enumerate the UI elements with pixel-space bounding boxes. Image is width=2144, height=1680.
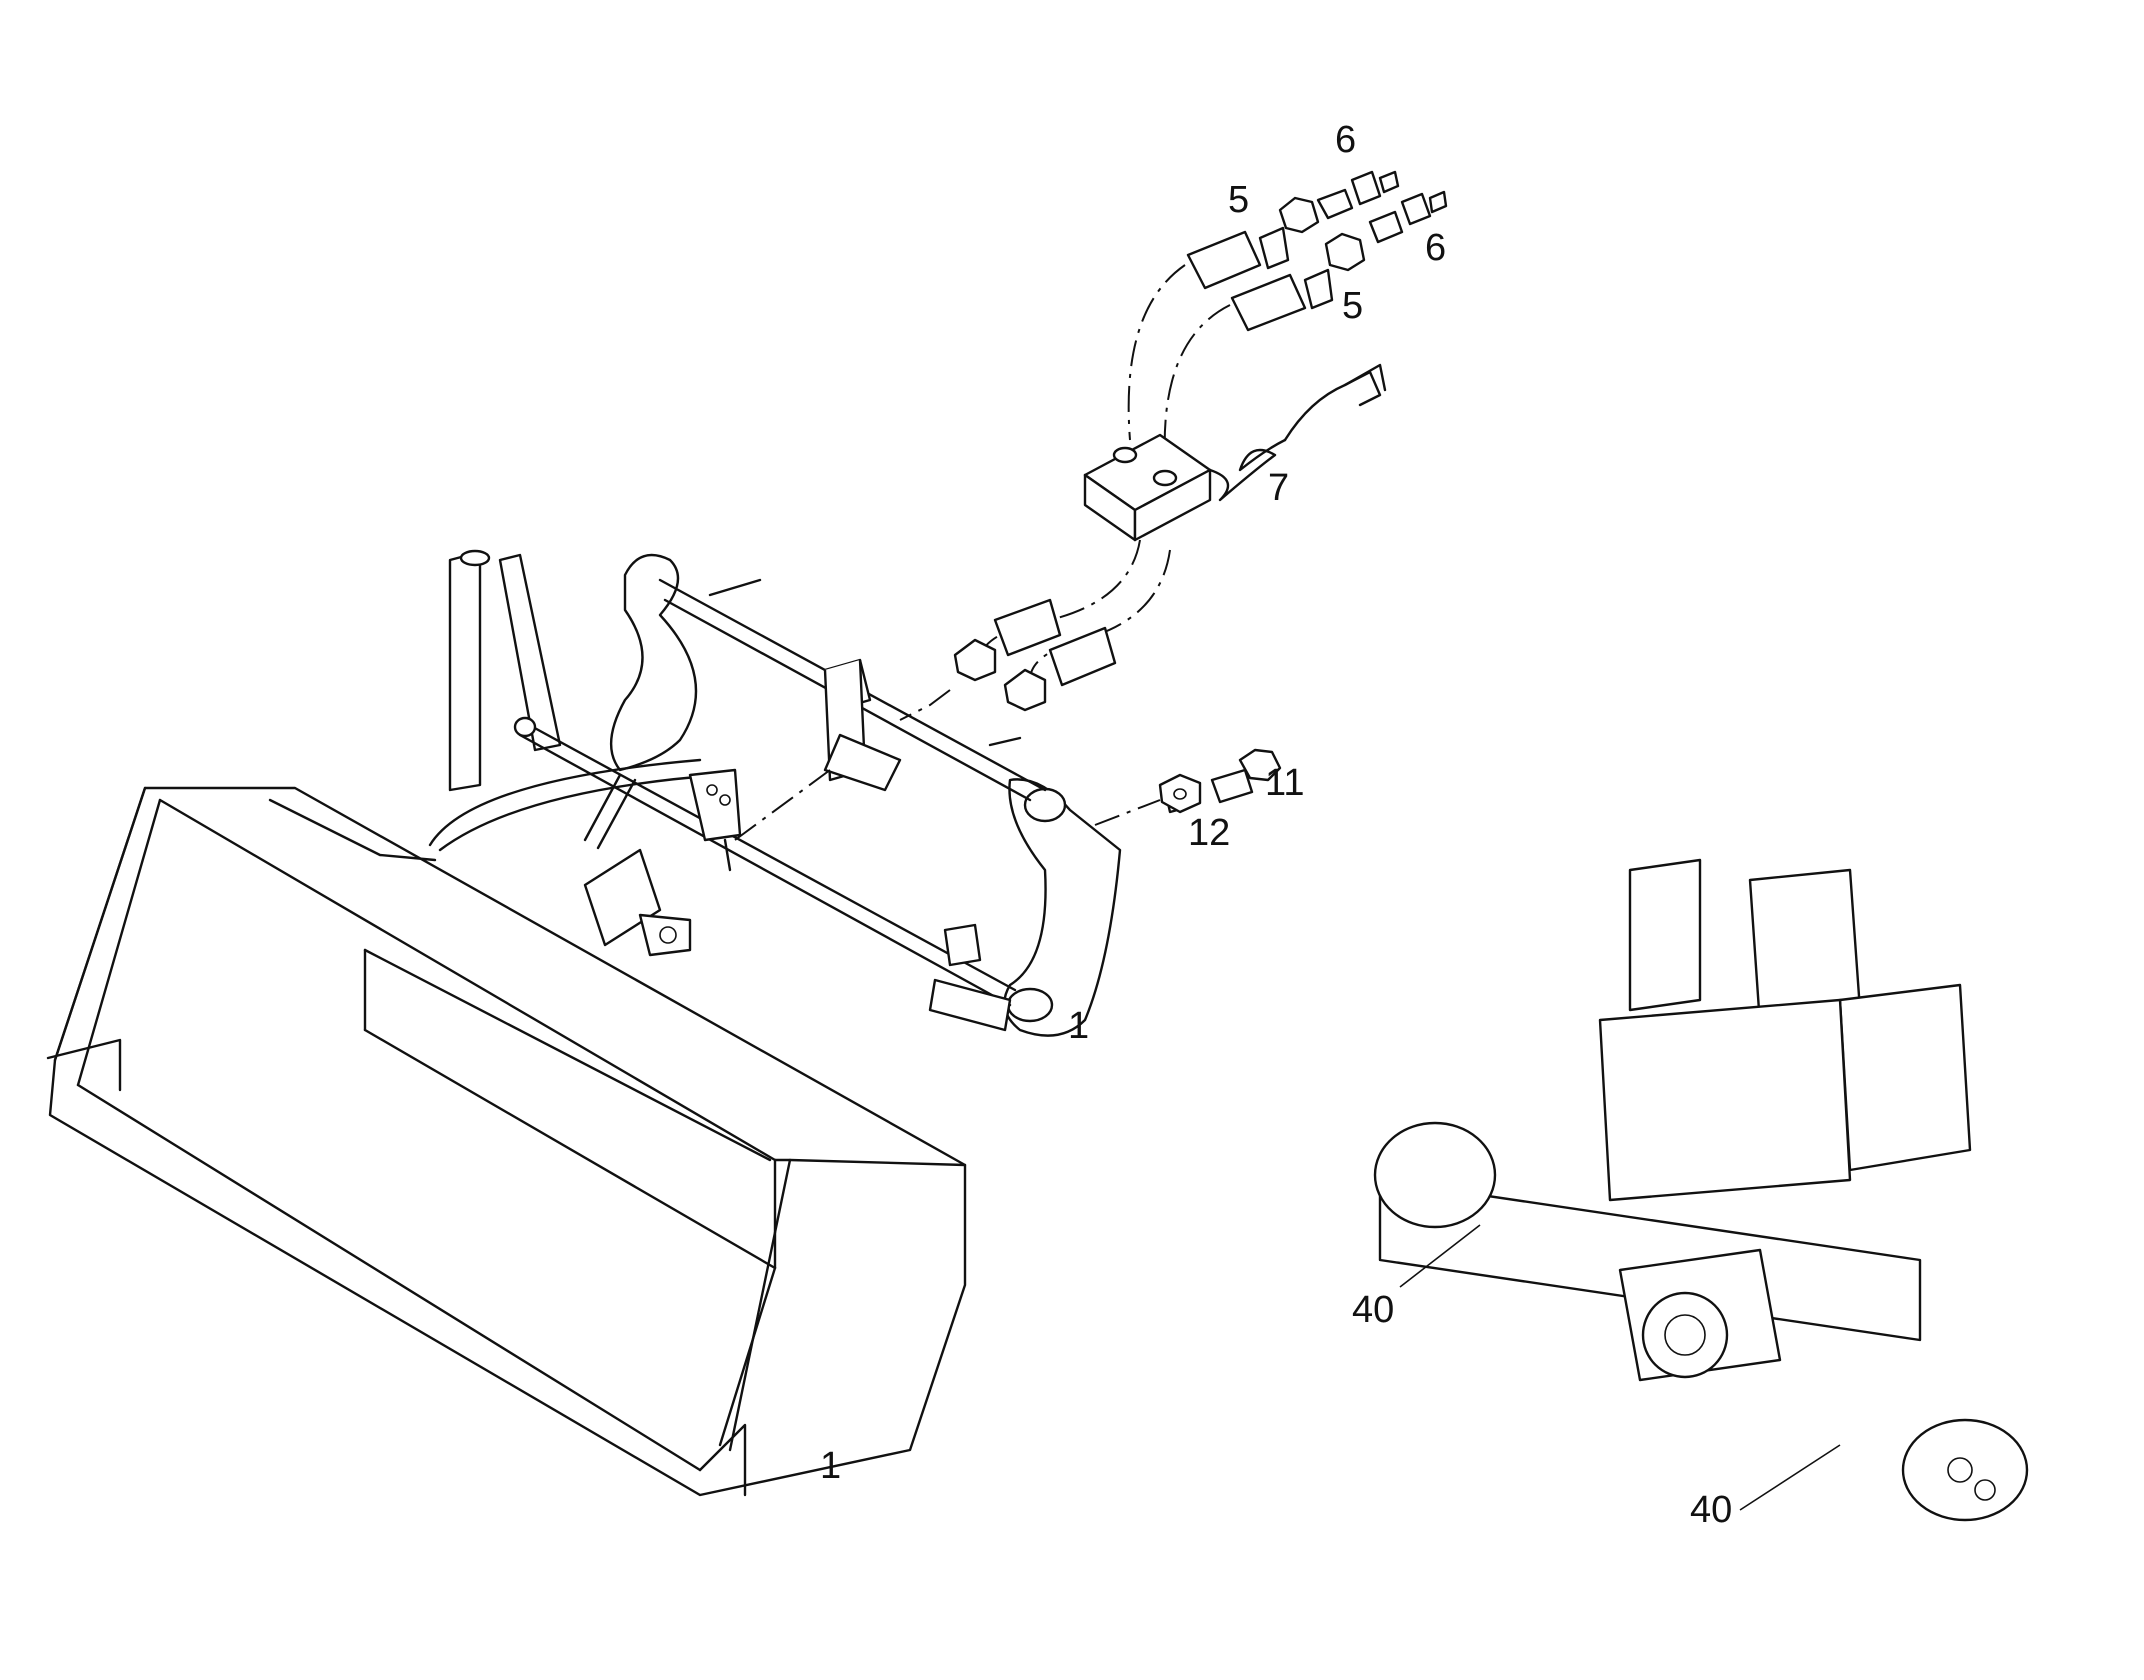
callout-1-frame: 1	[1068, 1005, 1089, 1047]
callout-40-right: 40	[1690, 1489, 1732, 1531]
callout-6-right: 6	[1425, 227, 1446, 269]
callout-40-left: 40	[1352, 1289, 1394, 1331]
callout-7: 7	[1268, 467, 1289, 509]
callout-11: 11	[1265, 762, 1304, 804]
callout-12: 12	[1188, 812, 1230, 854]
valve-block	[1083, 363, 1387, 542]
callout-1-bucket: 1	[820, 1445, 841, 1487]
hose-routing	[734, 264, 1231, 841]
callout-labels: 6 6 5 5 7 11 12 1 1 40 40	[820, 119, 1732, 1531]
axle-assembly	[1373, 858, 2029, 1522]
hose-fittings	[953, 170, 1448, 712]
callout-5-top: 5	[1228, 179, 1249, 221]
callout-6-top: 6	[1335, 119, 1356, 161]
leader-lines	[1399, 1224, 1841, 1511]
coupler-frame	[428, 549, 1122, 1037]
bolt-and-nut	[1158, 748, 1282, 814]
loader-bucket	[46, 786, 967, 1497]
callout-5-right: 5	[1342, 285, 1363, 327]
